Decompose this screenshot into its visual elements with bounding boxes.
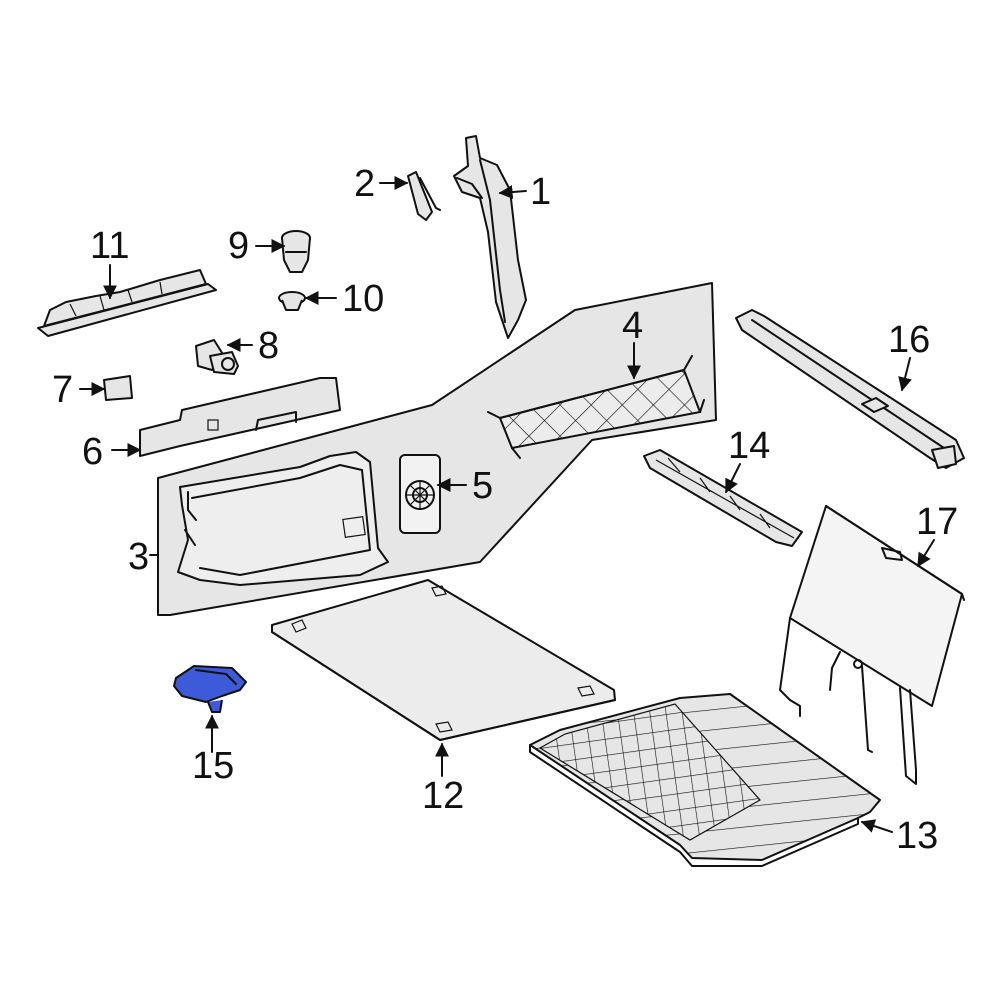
callout-15: 15 [192,745,234,787]
part-2-cover-cap [407,171,441,221]
callout-11: 11 [90,225,129,267]
leader-14 [725,463,741,494]
part-16-cargo-cover [735,309,965,469]
part-10-nut [278,291,306,311]
callout-17: 17 [916,501,958,543]
part-3-side-trim-panel [157,282,717,616]
callout-3: 3 [128,536,149,578]
part-6-upper-trim [139,377,341,457]
part-8-latch [195,339,239,375]
leader-17 [917,539,935,568]
callout-10: 10 [342,278,384,320]
callout-2: 2 [354,163,375,205]
part-7-pad [103,375,133,401]
part-17-partition-net [779,505,965,785]
callout-4: 4 [622,305,643,347]
part-15-highlighted-clip [173,665,247,713]
leader-13 [860,819,893,833]
callout-13: 13 [896,815,938,857]
callout-labels: 1 2 3 4 5 6 7 8 9 10 11 12 13 14 15 16 1… [52,163,958,857]
callout-8: 8 [258,325,279,367]
leader-16 [898,357,912,392]
part-9-push-clip [281,230,311,273]
part-13-cargo-mat [529,693,881,867]
leader-1 [498,185,527,200]
callout-9: 9 [228,225,249,267]
callout-16: 16 [888,319,930,361]
callout-12: 12 [422,775,464,817]
part-11-sill-strip [37,269,217,337]
part-14-guide-rail [643,449,803,547]
callout-7: 7 [52,369,73,411]
part-5-speaker-grille [399,454,441,534]
callout-6: 6 [82,431,103,473]
part-12-floor-board [271,579,616,741]
callout-14: 14 [728,425,770,467]
part-1-pillar-trim [453,135,527,339]
part-4-luggage-net [487,355,705,459]
leader-lines [79,176,935,833]
callout-5: 5 [472,465,493,507]
callout-1: 1 [530,171,551,213]
